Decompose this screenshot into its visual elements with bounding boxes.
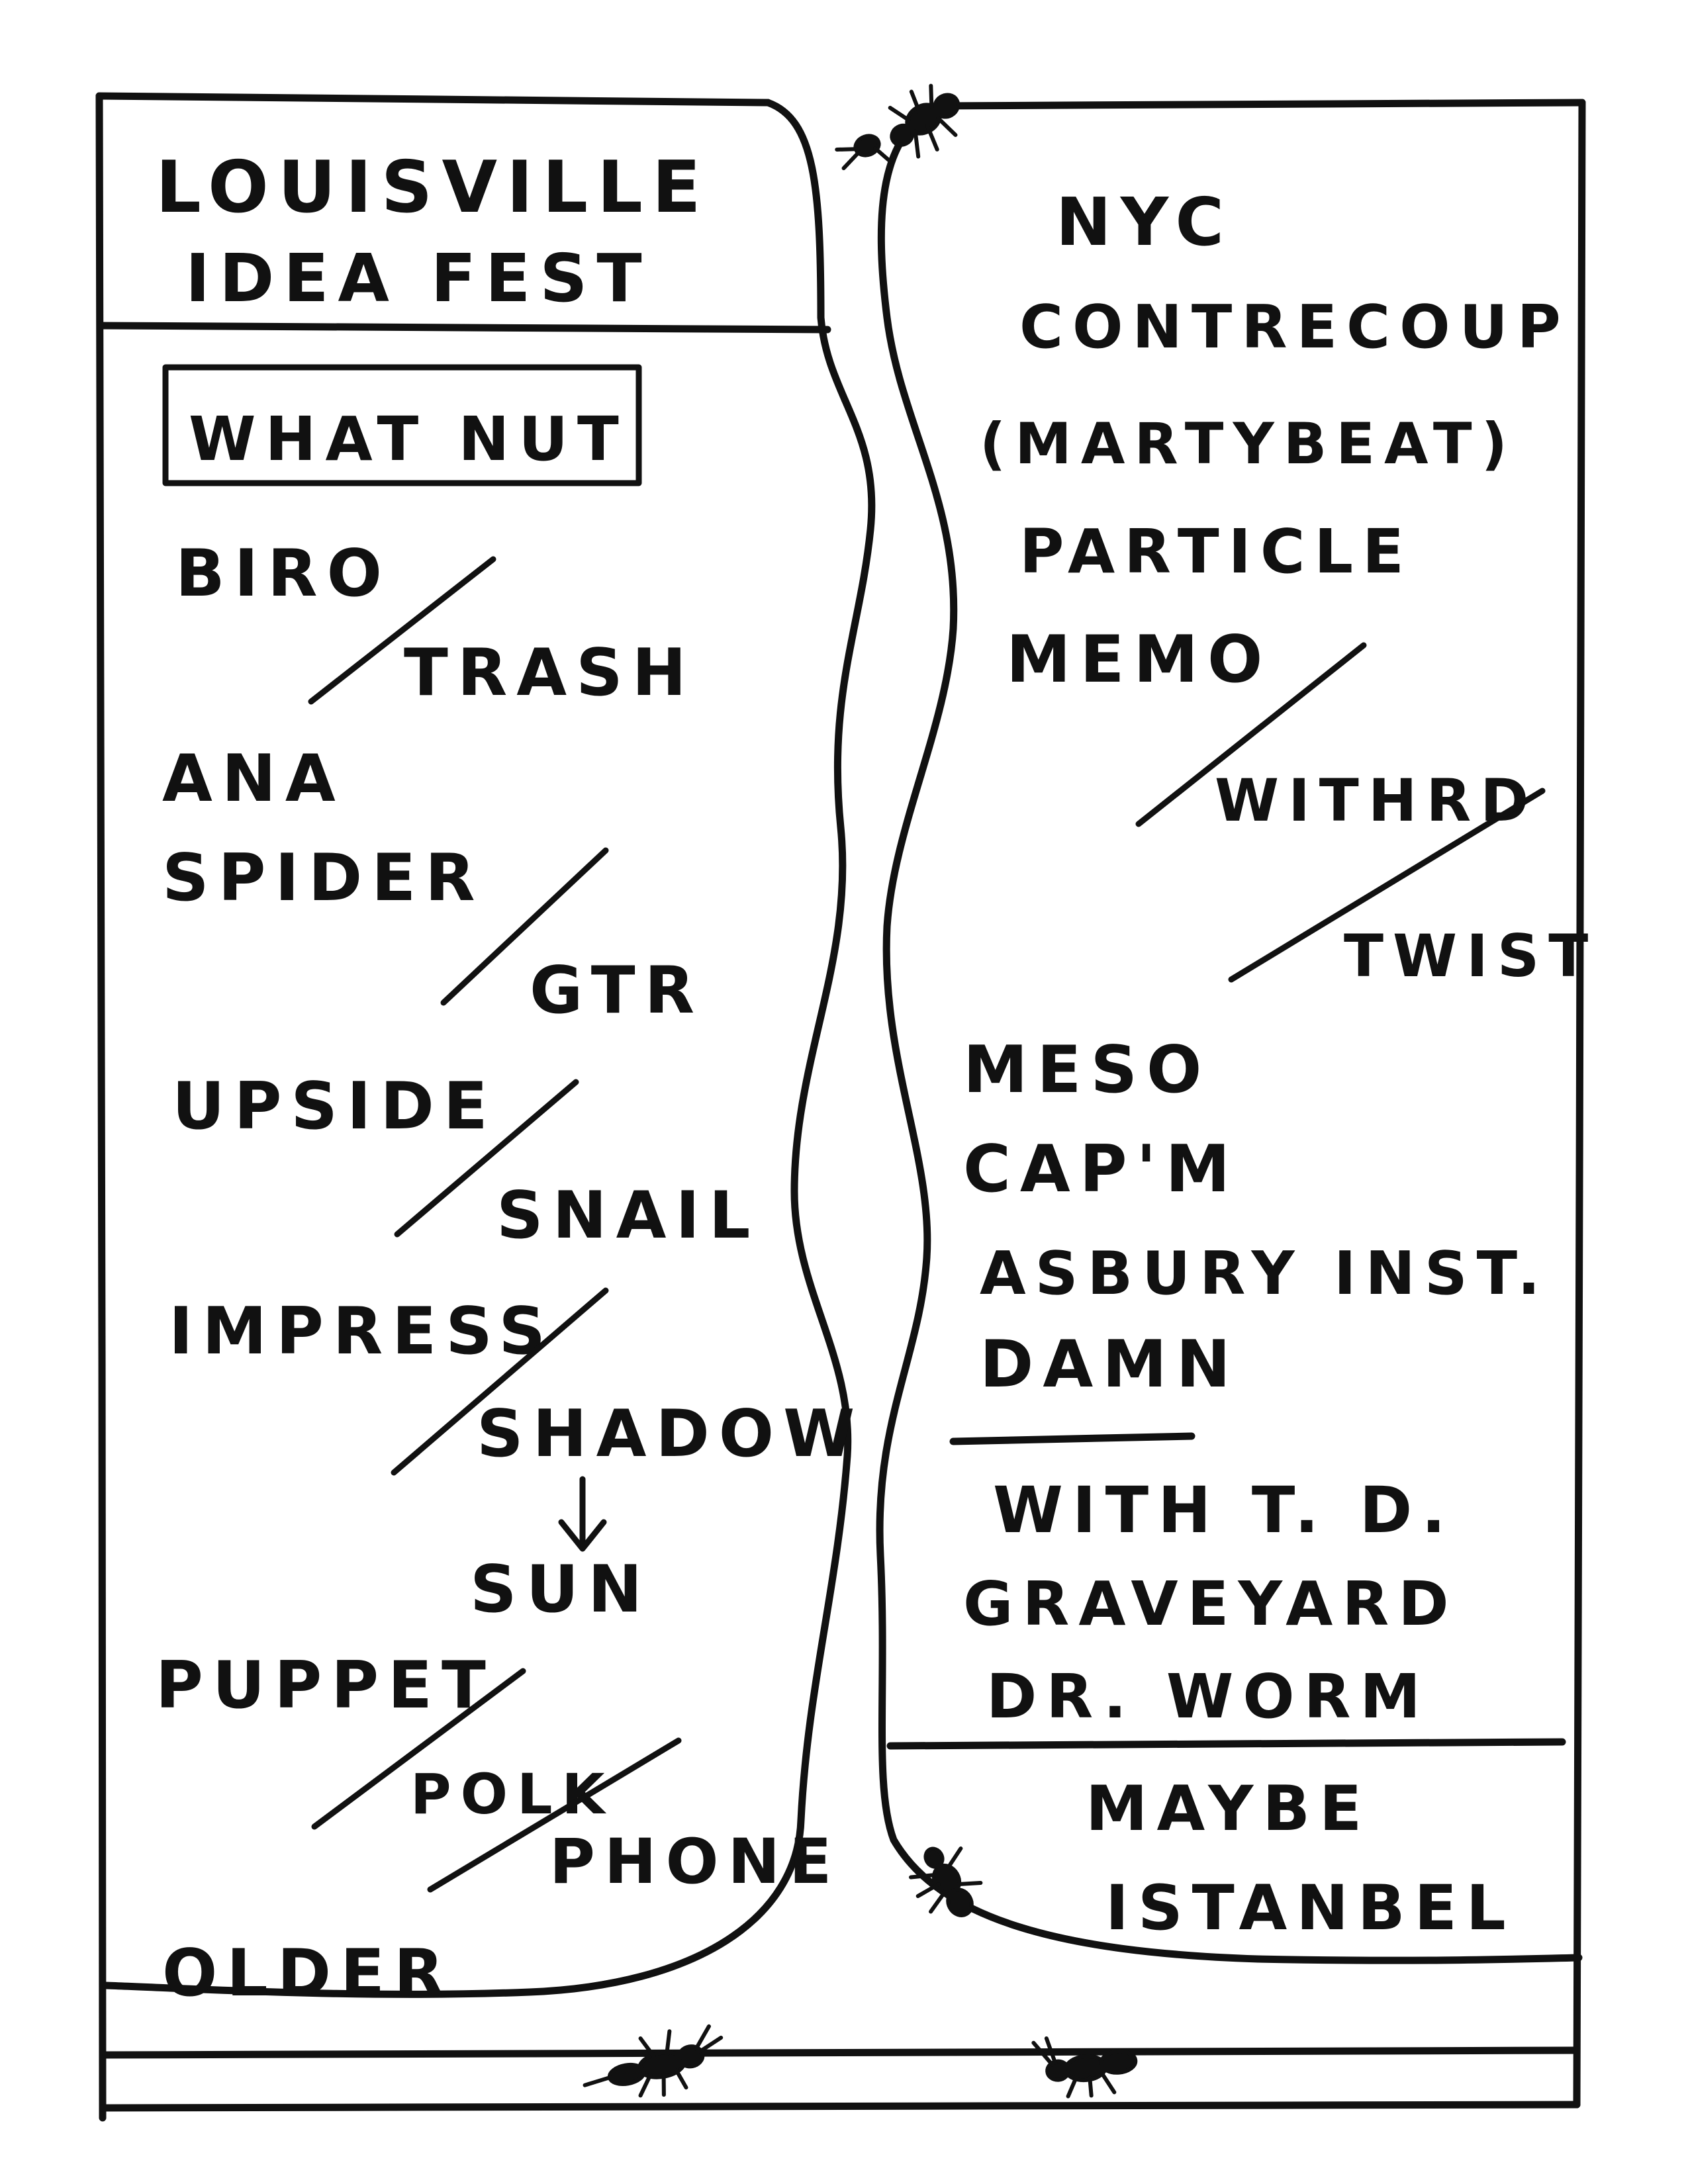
header-louisville: LOUISVILLE [156, 146, 710, 229]
word-capm: CAP'M [963, 1132, 1239, 1207]
word-snail: SNAIL [496, 1178, 759, 1253]
slash-upside-snail [394, 1079, 579, 1238]
ant-icon [1031, 2036, 1138, 2099]
boxed-label-frame [162, 364, 642, 486]
word-upside: UPSIDE [172, 1069, 497, 1144]
word-particle: PARTICLE [1019, 516, 1413, 587]
slash-spider-gtr [440, 847, 609, 1006]
word-phone: PHONE [549, 1826, 841, 1898]
word-impress: IMPRESS [169, 1294, 555, 1369]
word-shadow: SHADOW [477, 1396, 864, 1472]
right-panel-edge [876, 102, 1583, 1964]
slash-puppet-polk [311, 1668, 526, 1830]
word-polk: POLK [410, 1762, 614, 1827]
bottom-border-line [99, 2101, 1581, 2112]
right-footer-divider [886, 1738, 1566, 1750]
boxed-label-what-nut: WHAT NUT [189, 404, 628, 475]
word-older: OLDER [162, 1936, 453, 2011]
left-panel: LOUISVILLE IDEA FEST WHAT NUT BIRO TRASH… [156, 146, 864, 2011]
footer-istanbel: ISTANBEL [1105, 1872, 1515, 1944]
title-nyc: NYC [1056, 183, 1233, 261]
ant-icon [888, 83, 961, 159]
word-spider: SPIDER [162, 841, 485, 916]
word-with-td: WITH T. D. [993, 1473, 1455, 1547]
slash-impress-shadow [391, 1287, 609, 1476]
word-biro: BIRO [175, 536, 391, 612]
top-left-border-line [95, 92, 772, 107]
ant-icon [583, 2024, 724, 2098]
title-contrecoup: CONTRECOUP [1019, 293, 1570, 362]
word-dr-worm: DR. WORM [986, 1661, 1430, 1732]
slash-biro-trash [308, 556, 496, 705]
left-panel-edge [102, 99, 876, 1998]
word-graveyard: GRAVEYARD [963, 1569, 1458, 1639]
word-trash: TRASH [404, 635, 696, 711]
word-damn: DAMN [980, 1327, 1240, 1402]
word-memo: MEMO [1006, 622, 1272, 698]
slash-polk-phone [427, 1737, 682, 1893]
slash-memo-withrd [1135, 642, 1367, 827]
word-meso: MESO [963, 1032, 1211, 1108]
word-sun: SUN [470, 1552, 651, 1627]
word-withrd: WITHRD [1215, 766, 1538, 835]
ant-icon [909, 1846, 983, 1917]
right-panel: NYC CONTRECOUP (MARTYBEAT) PARTICLE MEMO… [963, 183, 1597, 1944]
slash-withrd-twist [1228, 788, 1546, 983]
header-idea-fest: IDEA FEST [185, 240, 651, 317]
word-gtr: GTR [530, 953, 704, 1028]
left-border-line [95, 92, 107, 2122]
page-frame [95, 92, 1586, 2122]
ant-icon [835, 134, 893, 171]
word-ana: ANA [162, 741, 345, 817]
damn-underline [949, 1432, 1196, 1445]
right-border-line [1573, 99, 1586, 2109]
footer-maybe: MAYBE [1086, 1773, 1371, 1845]
word-puppet: PUPPET [156, 1648, 495, 1723]
inner-bottom-line [102, 2046, 1581, 2059]
down-arrow-icon [558, 1476, 607, 1552]
top-right-border-line [936, 99, 1586, 110]
word-asbury-inst: ASBURY INST. [980, 1239, 1550, 1308]
title-martybeat: (MARTYBEAT) [980, 411, 1517, 477]
word-twist: TWIST [1344, 922, 1597, 990]
left-header-divider [99, 322, 831, 334]
